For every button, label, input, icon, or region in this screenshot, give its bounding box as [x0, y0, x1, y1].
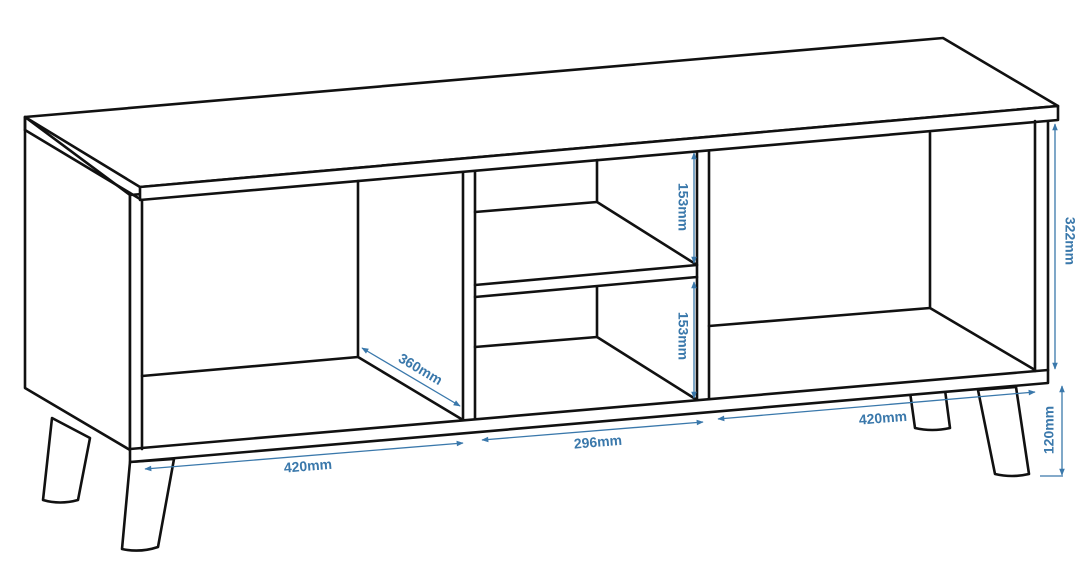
- top-front-edge: [138, 104, 1060, 202]
- back-right-leg: [908, 388, 952, 432]
- left-width-dimension-line: [144, 440, 464, 472]
- middle-width-dimension-line: [481, 419, 704, 443]
- upper-shelf-label: 153mm: [675, 183, 691, 231]
- leg-height-label: 120mm: [1041, 406, 1057, 454]
- right-width-label: 420mm: [858, 408, 907, 428]
- inner-height-label: 322mm: [1062, 217, 1078, 265]
- middle-compartment: [473, 158, 699, 402]
- front-left-leg: [120, 457, 176, 552]
- right-width-dimension-line: [717, 389, 1036, 422]
- bottom-panel-edge: [128, 368, 1050, 451]
- right-compartment: [707, 131, 1037, 372]
- left-width-label: 420mm: [283, 456, 332, 476]
- back-left-leg: [41, 416, 92, 504]
- middle-width-label: 296mm: [573, 432, 622, 452]
- right-divider: [695, 150, 711, 402]
- lower-shelf-label: 153mm: [675, 312, 691, 360]
- depth-dimension-line: [361, 347, 461, 407]
- cabinet-body: [23, 36, 1060, 464]
- front-right-leg: [976, 385, 1031, 478]
